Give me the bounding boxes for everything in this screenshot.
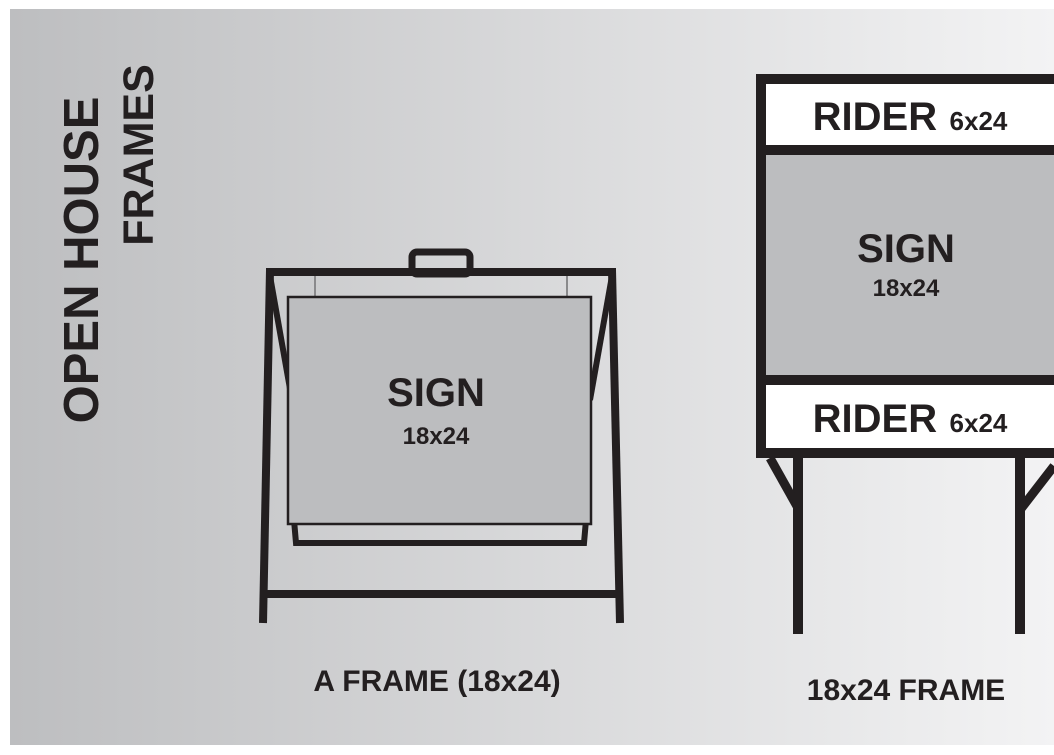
rider-frame-caption: 18x24 FRAME [807,674,1005,707]
a-frame-left-leg [259,269,274,624]
a-frame-right-brace [587,275,615,401]
a-frame-right-leg [608,269,624,624]
rider-frame-left-brace [766,455,802,511]
rider-top-label: RIDER [813,95,938,139]
vertical-heading: OPEN HOUSE FRAMES [55,64,163,423]
a-frame-back-tray [291,519,589,546]
rider-frame-sign-panel [756,145,1054,385]
rider-frame-right-brace [1016,463,1054,513]
a-frame-caption: A FRAME (18x24) [313,665,560,698]
a-frame-sign-panel [286,295,593,526]
rider-frame-illustration [756,74,1054,634]
a-frame-sign-label: SIGN [387,371,485,415]
rider-frame-sign-size: 18x24 [873,275,940,302]
a-frame-illustration [259,248,624,624]
rider-bottom-size: 6x24 [950,408,1008,438]
rider-top-text: RIDER 6x24 [813,95,1008,139]
rider-frame-sign-label: SIGN [857,227,955,271]
heading-frames: FRAMES [115,64,163,246]
rider-top-panel [756,74,1054,155]
heading-open-house: OPEN HOUSE [55,97,109,424]
rider-top-size: 6x24 [950,106,1008,136]
rider-bottom-text: RIDER 6x24 [813,397,1008,441]
rider-bottom-panel [756,375,1054,458]
a-frame-sign-size: 18x24 [403,423,470,450]
rider-bottom-label: RIDER [813,397,938,441]
